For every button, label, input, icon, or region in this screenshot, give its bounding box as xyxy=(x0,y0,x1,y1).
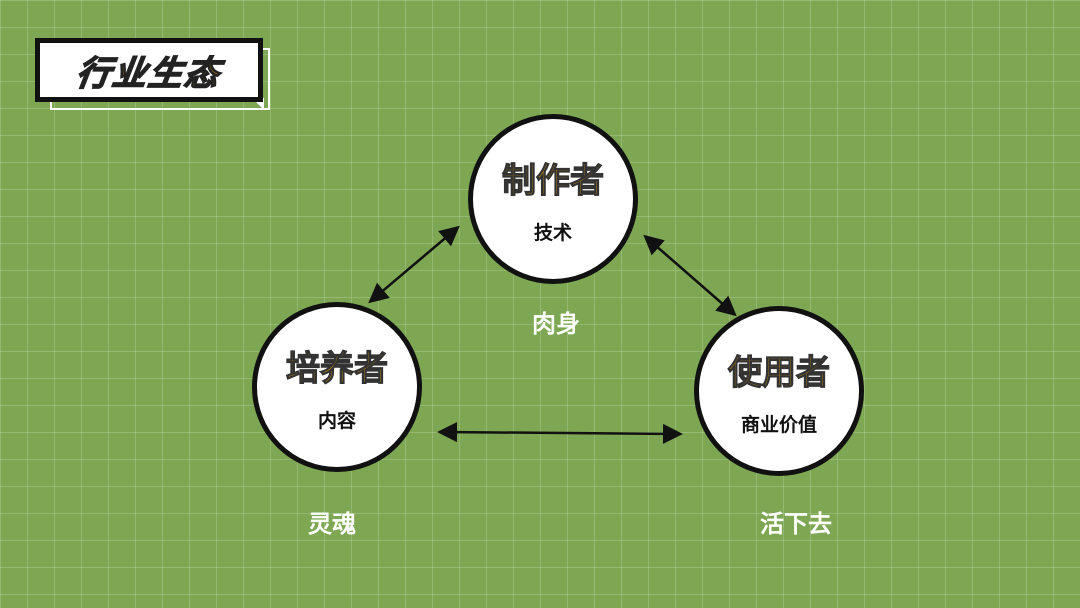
node-user: 使用者 商业价值 xyxy=(694,306,864,476)
node-name: 制作者 xyxy=(501,160,604,201)
label-user: 活下去 xyxy=(760,510,832,538)
node-sub: 内容 xyxy=(317,410,356,432)
node-sub: 商业价值 xyxy=(740,414,817,436)
arrow-cultivator-user xyxy=(437,422,683,444)
node-name: 使用者 xyxy=(727,352,830,393)
title-box: 行业生态 xyxy=(35,38,263,102)
arrow-maker-user xyxy=(643,234,737,317)
label-maker: 肉身 xyxy=(532,310,580,338)
label-cultivator: 灵魂 xyxy=(308,510,356,538)
arrow-maker-cultivator xyxy=(368,225,460,304)
node-sub: 技术 xyxy=(533,222,572,244)
node-name: 培养者 xyxy=(285,348,388,389)
node-maker: 制作者 技术 xyxy=(468,114,638,284)
node-cultivator: 培养者 内容 xyxy=(252,302,422,472)
